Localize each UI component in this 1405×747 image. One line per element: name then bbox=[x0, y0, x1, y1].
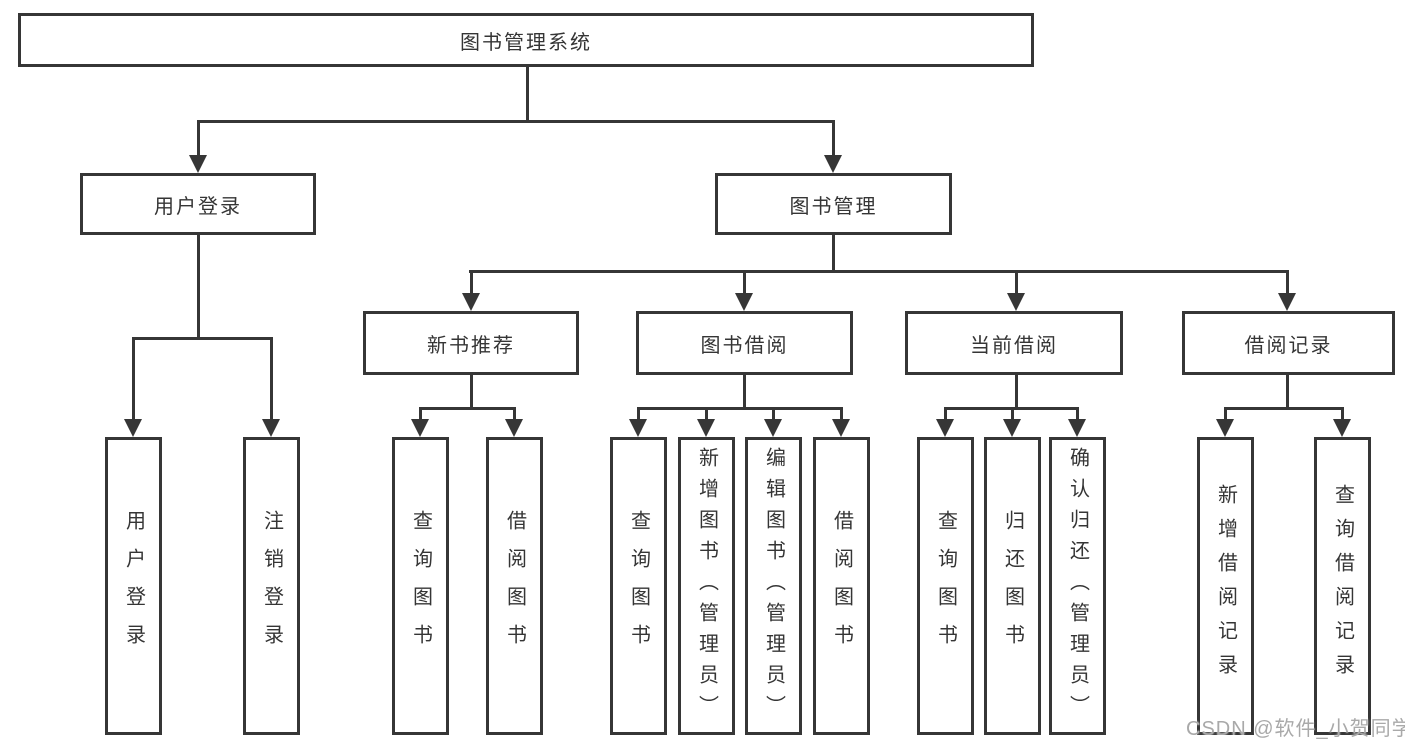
connector-level1-rail bbox=[197, 120, 835, 123]
arrowhead-down-icon bbox=[1007, 293, 1025, 311]
connector-drop bbox=[772, 407, 775, 421]
connector-drop bbox=[1286, 270, 1289, 295]
csdn-watermark: CSDN @软件_小贺同学 bbox=[1186, 718, 1405, 740]
node-label: 借阅图书 bbox=[830, 510, 853, 662]
connector-drop bbox=[743, 270, 746, 295]
arrowhead-down-icon bbox=[1068, 419, 1086, 437]
connector-drop bbox=[1224, 407, 1227, 421]
connector-stem bbox=[470, 375, 473, 407]
connector-stem bbox=[1286, 375, 1289, 407]
connector-root-stem bbox=[526, 67, 529, 120]
node-new-book-recommend: 新书推荐 bbox=[363, 311, 579, 375]
arrowhead-down-icon bbox=[1216, 419, 1234, 437]
node-return-books: 归还图书 bbox=[984, 437, 1041, 735]
arrowhead-down-icon bbox=[124, 419, 142, 437]
arrowhead-down-icon bbox=[462, 293, 480, 311]
node-user-login: 用户登录 bbox=[80, 173, 316, 235]
connector-drop bbox=[944, 407, 947, 421]
arrowhead-down-icon bbox=[189, 155, 207, 173]
arrowhead-down-icon bbox=[505, 419, 523, 437]
connector-drop bbox=[470, 270, 473, 295]
node-label: 新增图书（管理员） bbox=[695, 446, 718, 726]
node-borrow-books-leaf: 借阅图书 bbox=[813, 437, 870, 735]
node-label: 图书管理 bbox=[789, 195, 878, 218]
arrowhead-down-icon bbox=[1003, 419, 1021, 437]
node-label: 借阅图书 bbox=[503, 510, 526, 662]
connector-drop bbox=[513, 407, 516, 421]
node-book-management: 图书管理 bbox=[715, 173, 952, 235]
node-label: 查询图书 bbox=[627, 510, 650, 662]
node-borrow-books-recommend: 借阅图书 bbox=[486, 437, 543, 735]
node-query-books-recommend: 查询图书 bbox=[392, 437, 449, 735]
node-label: 新书推荐 bbox=[427, 334, 515, 357]
node-label: 查询图书 bbox=[409, 510, 432, 662]
connector-rail bbox=[1224, 407, 1344, 410]
node-label: 当前借阅 bbox=[970, 334, 1058, 357]
node-system-root: 图书管理系统 bbox=[18, 13, 1034, 67]
arrowhead-down-icon bbox=[1333, 419, 1351, 437]
node-label: 借阅记录 bbox=[1244, 334, 1333, 357]
arrowhead-down-icon bbox=[735, 293, 753, 311]
connector-user-rail bbox=[132, 337, 273, 340]
node-book-borrow: 图书借阅 bbox=[636, 311, 853, 375]
connector-drop bbox=[705, 407, 708, 421]
connector-drop bbox=[419, 407, 422, 421]
connector-rail bbox=[419, 407, 516, 410]
arrowhead-down-icon bbox=[824, 155, 842, 173]
connector-drop bbox=[1341, 407, 1344, 421]
connector-drop bbox=[197, 120, 200, 158]
arrowhead-down-icon bbox=[1278, 293, 1296, 311]
connector-drop bbox=[1015, 270, 1018, 295]
arrowhead-down-icon bbox=[629, 419, 647, 437]
node-label: 确认归还（管理员） bbox=[1066, 446, 1089, 726]
connector-stem bbox=[1015, 375, 1018, 407]
arrowhead-down-icon bbox=[411, 419, 429, 437]
arrowhead-down-icon bbox=[832, 419, 850, 437]
connector-level2-rail bbox=[469, 270, 1289, 273]
node-query-books-borrow: 查询图书 bbox=[610, 437, 667, 735]
node-label: 用户登录 bbox=[122, 510, 145, 662]
node-label: 归还图书 bbox=[1001, 510, 1024, 662]
node-label: 查询图书 bbox=[934, 510, 957, 662]
connector-stem bbox=[743, 375, 746, 407]
connector-book-stem bbox=[832, 235, 835, 270]
connector-drop bbox=[270, 337, 273, 421]
node-label: 注销登录 bbox=[260, 510, 283, 662]
connector-drop bbox=[1011, 407, 1014, 421]
connector-drop bbox=[132, 337, 135, 421]
arrowhead-down-icon bbox=[936, 419, 954, 437]
node-logout-leaf: 注销登录 bbox=[243, 437, 300, 735]
node-edit-books-admin: 编辑图书（管理员） bbox=[745, 437, 802, 735]
connector-rail bbox=[637, 407, 843, 410]
node-add-books-admin: 新增图书（管理员） bbox=[678, 437, 735, 735]
node-label: 用户登录 bbox=[154, 195, 242, 218]
connector-drop bbox=[832, 120, 835, 158]
node-current-borrow: 当前借阅 bbox=[905, 311, 1123, 375]
connector-drop bbox=[637, 407, 640, 421]
node-label: 图书管理系统 bbox=[460, 31, 592, 54]
arrowhead-down-icon bbox=[697, 419, 715, 437]
node-borrow-records: 借阅记录 bbox=[1182, 311, 1395, 375]
node-query-borrow-record: 查询借阅记录 bbox=[1314, 437, 1371, 735]
node-label: 查询借阅记录 bbox=[1331, 484, 1354, 688]
node-label: 编辑图书（管理员） bbox=[762, 446, 785, 726]
node-add-borrow-record: 新增借阅记录 bbox=[1197, 437, 1254, 735]
node-query-books-current: 查询图书 bbox=[917, 437, 974, 735]
node-label: 新增借阅记录 bbox=[1214, 484, 1237, 688]
connector-drop bbox=[840, 407, 843, 421]
node-user-login-leaf: 用户登录 bbox=[105, 437, 162, 735]
arrowhead-down-icon bbox=[262, 419, 280, 437]
connector-drop bbox=[1076, 407, 1079, 421]
arrowhead-down-icon bbox=[764, 419, 782, 437]
node-confirm-return-admin: 确认归还（管理员） bbox=[1049, 437, 1106, 735]
node-label: 图书借阅 bbox=[700, 334, 789, 357]
connector-user-stem bbox=[197, 235, 200, 337]
